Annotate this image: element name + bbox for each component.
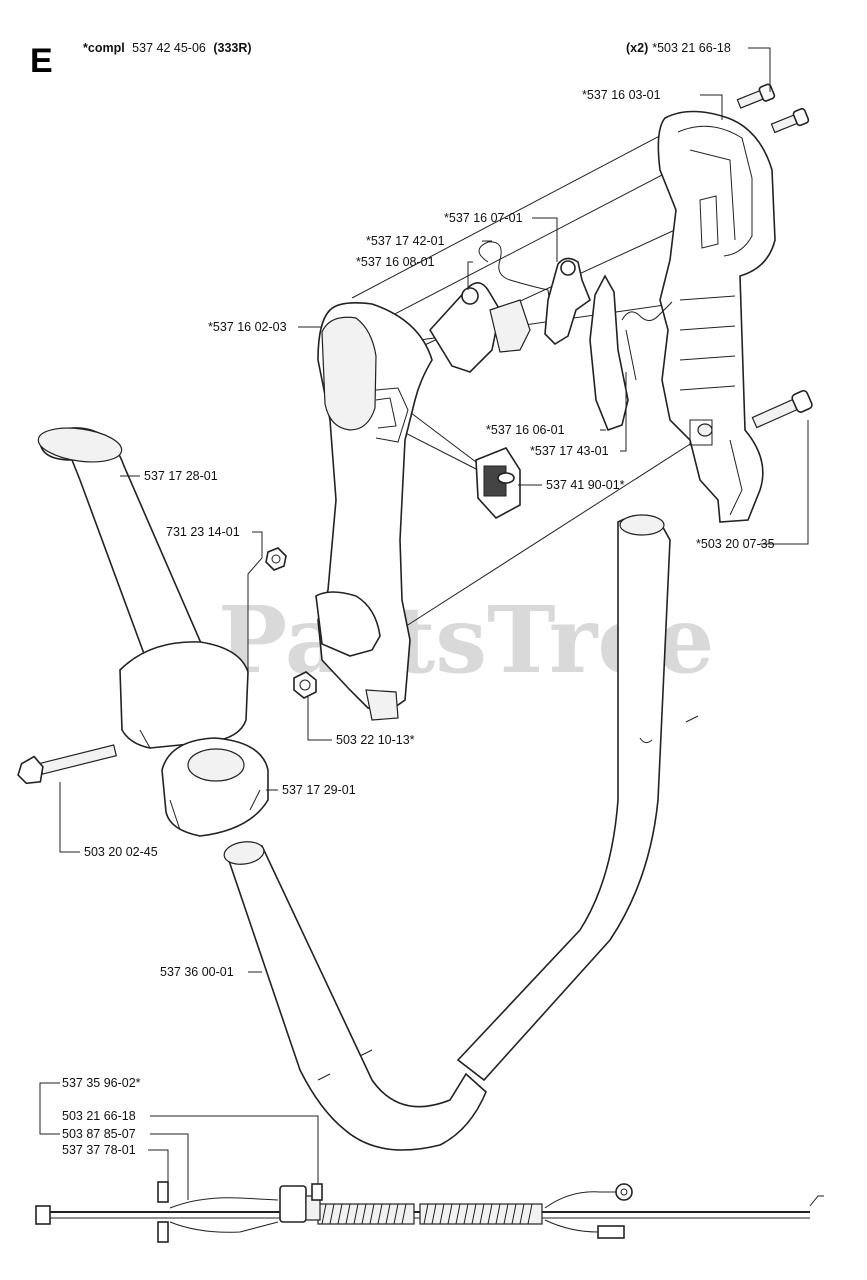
callout-nut-small: 731 23 14-01	[166, 525, 240, 539]
nut-small	[265, 547, 287, 571]
assembly-prefix: *compl	[83, 41, 125, 55]
handle-half	[315, 302, 433, 721]
assembly-number: 537 42 45-06	[132, 41, 206, 55]
callout-switch: 537 41 90-01*	[546, 478, 625, 492]
screw-right	[751, 389, 813, 429]
throttle-parts	[429, 241, 673, 432]
callout-labels: (x2)*503 21 66-18 *537 16 03-01 *537 16 …	[62, 41, 775, 1157]
qty-prefix: (x2)	[626, 41, 648, 55]
callout-cable-screw: 503 21 66-18	[62, 1109, 136, 1123]
leader-lines	[39, 47, 809, 1200]
bolt-left	[17, 744, 118, 785]
section-letter: E	[30, 42, 53, 80]
switch	[475, 447, 521, 520]
callout-grip-tube: 537 17 28-01	[144, 469, 218, 483]
callout-rear-housing: *537 16 03-01	[582, 88, 661, 102]
callout-cable-part: 503 87 85-07	[62, 1127, 136, 1141]
callout-spring-2: *537 17 43-01	[530, 444, 609, 458]
assembly-model: (333R)	[213, 41, 251, 55]
nut-handle	[293, 671, 317, 699]
clamp	[161, 737, 269, 837]
callout-throttle: *537 16 06-01	[486, 423, 565, 437]
callout-cable: 537 37 78-01	[62, 1143, 136, 1157]
svg-text:*compl 537 42 45-06: *compl 537 42 45-06 (333R)	[83, 41, 252, 55]
callout-handlebar: 537 36 00-01	[160, 965, 234, 979]
callout-spring: *537 17 42-01	[366, 234, 445, 248]
rear-housing	[657, 110, 776, 523]
callout-bolt-left: 503 20 02-45	[84, 845, 158, 859]
cable	[35, 1181, 824, 1243]
callout-clamp: 537 17 29-01	[282, 783, 356, 797]
screws-top	[736, 83, 810, 134]
diagram-header: E *compl 537 42 45-06 (333R)	[30, 41, 252, 80]
callout-screw-right: *503 20 07-35	[696, 537, 775, 551]
callout-nut-handle: 503 22 10-13*	[336, 733, 415, 747]
grip-tube	[37, 427, 249, 749]
handlebar	[223, 514, 699, 1151]
callout-handle-half: *537 16 02-03	[208, 320, 287, 334]
callout-screw-top: (x2)*503 21 66-18	[626, 41, 731, 55]
callout-stop-lever: *537 16 08-01	[356, 255, 435, 269]
callout-lever: *537 16 07-01	[444, 211, 523, 225]
callout-cable-kit: 537 35 96-02*	[62, 1076, 141, 1090]
